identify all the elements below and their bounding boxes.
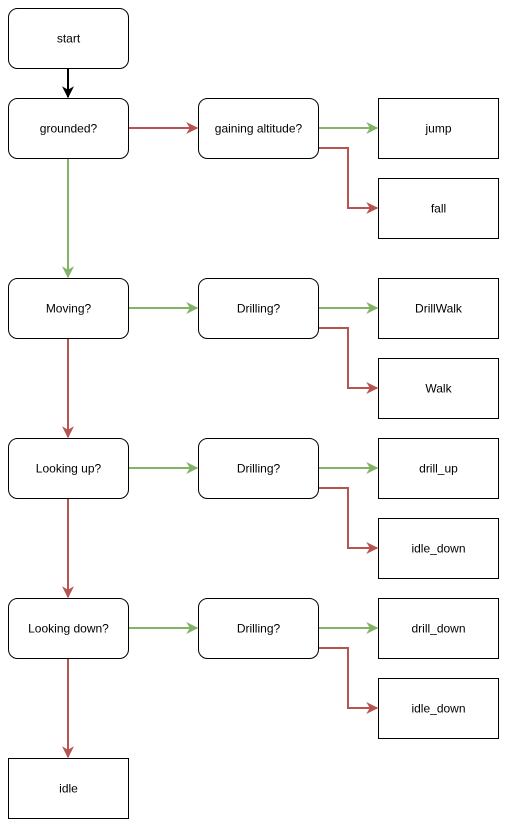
- node-grounded[interactable]: grounded?: [8, 98, 129, 159]
- node-drilling-3-label: Drilling?: [237, 622, 281, 636]
- edges: [62, 68, 379, 759]
- node-idle[interactable]: idle: [8, 758, 129, 819]
- node-idle-down-1-label: idle_down: [411, 542, 465, 556]
- node-drill-up-label: drill_up: [419, 462, 458, 476]
- node-moving[interactable]: Moving?: [8, 278, 129, 339]
- edge-drilling-3-to-idle-down-2: [318, 647, 379, 714]
- node-fall-label: fall: [431, 202, 446, 216]
- node-walk[interactable]: Walk: [378, 358, 499, 419]
- node-jump-label: jump: [424, 122, 451, 136]
- node-idle-label: idle: [59, 782, 78, 796]
- node-gaining-altitude-label: gaining altitude?: [215, 122, 303, 136]
- edge-drilling-1-to-walk: [318, 327, 379, 394]
- node-drilling-2[interactable]: Drilling?: [198, 438, 319, 499]
- node-drilling-1-label: Drilling?: [237, 302, 281, 316]
- node-idle-down-2[interactable]: idle_down: [378, 678, 499, 739]
- node-start-label: start: [57, 32, 81, 46]
- node-looking-down[interactable]: Looking down?: [8, 598, 129, 659]
- node-moving-label: Moving?: [46, 302, 92, 316]
- node-drilling-3[interactable]: Drilling?: [198, 598, 319, 659]
- node-looking-up-label: Looking up?: [36, 462, 102, 476]
- edge-drilling-2-to-idle-down-1: [318, 487, 379, 554]
- node-grounded-label: grounded?: [40, 122, 98, 136]
- node-looking-down-label: Looking down?: [28, 622, 109, 636]
- node-jump[interactable]: jump: [378, 98, 499, 159]
- node-drill-up[interactable]: drill_up: [378, 438, 499, 499]
- edge-gaining-altitude-to-fall: [318, 147, 379, 214]
- node-drilling-1[interactable]: Drilling?: [198, 278, 319, 339]
- node-looking-up[interactable]: Looking up?: [8, 438, 129, 499]
- node-walk-label: Walk: [425, 382, 452, 396]
- node-idle-down-1[interactable]: idle_down: [378, 518, 499, 579]
- node-gaining-altitude[interactable]: gaining altitude?: [198, 98, 319, 159]
- node-fall[interactable]: fall: [378, 178, 499, 239]
- node-drillwalk-label: DrillWalk: [415, 302, 463, 316]
- node-idle-down-2-label: idle_down: [411, 702, 465, 716]
- node-drill-down-label: drill_down: [411, 622, 465, 636]
- node-drill-down[interactable]: drill_down: [378, 598, 499, 659]
- nodes: start grounded? Moving? Looking up? Look…: [8, 8, 499, 819]
- node-drilling-2-label: Drilling?: [237, 462, 281, 476]
- node-drillwalk[interactable]: DrillWalk: [378, 278, 499, 339]
- node-start[interactable]: start: [8, 8, 129, 69]
